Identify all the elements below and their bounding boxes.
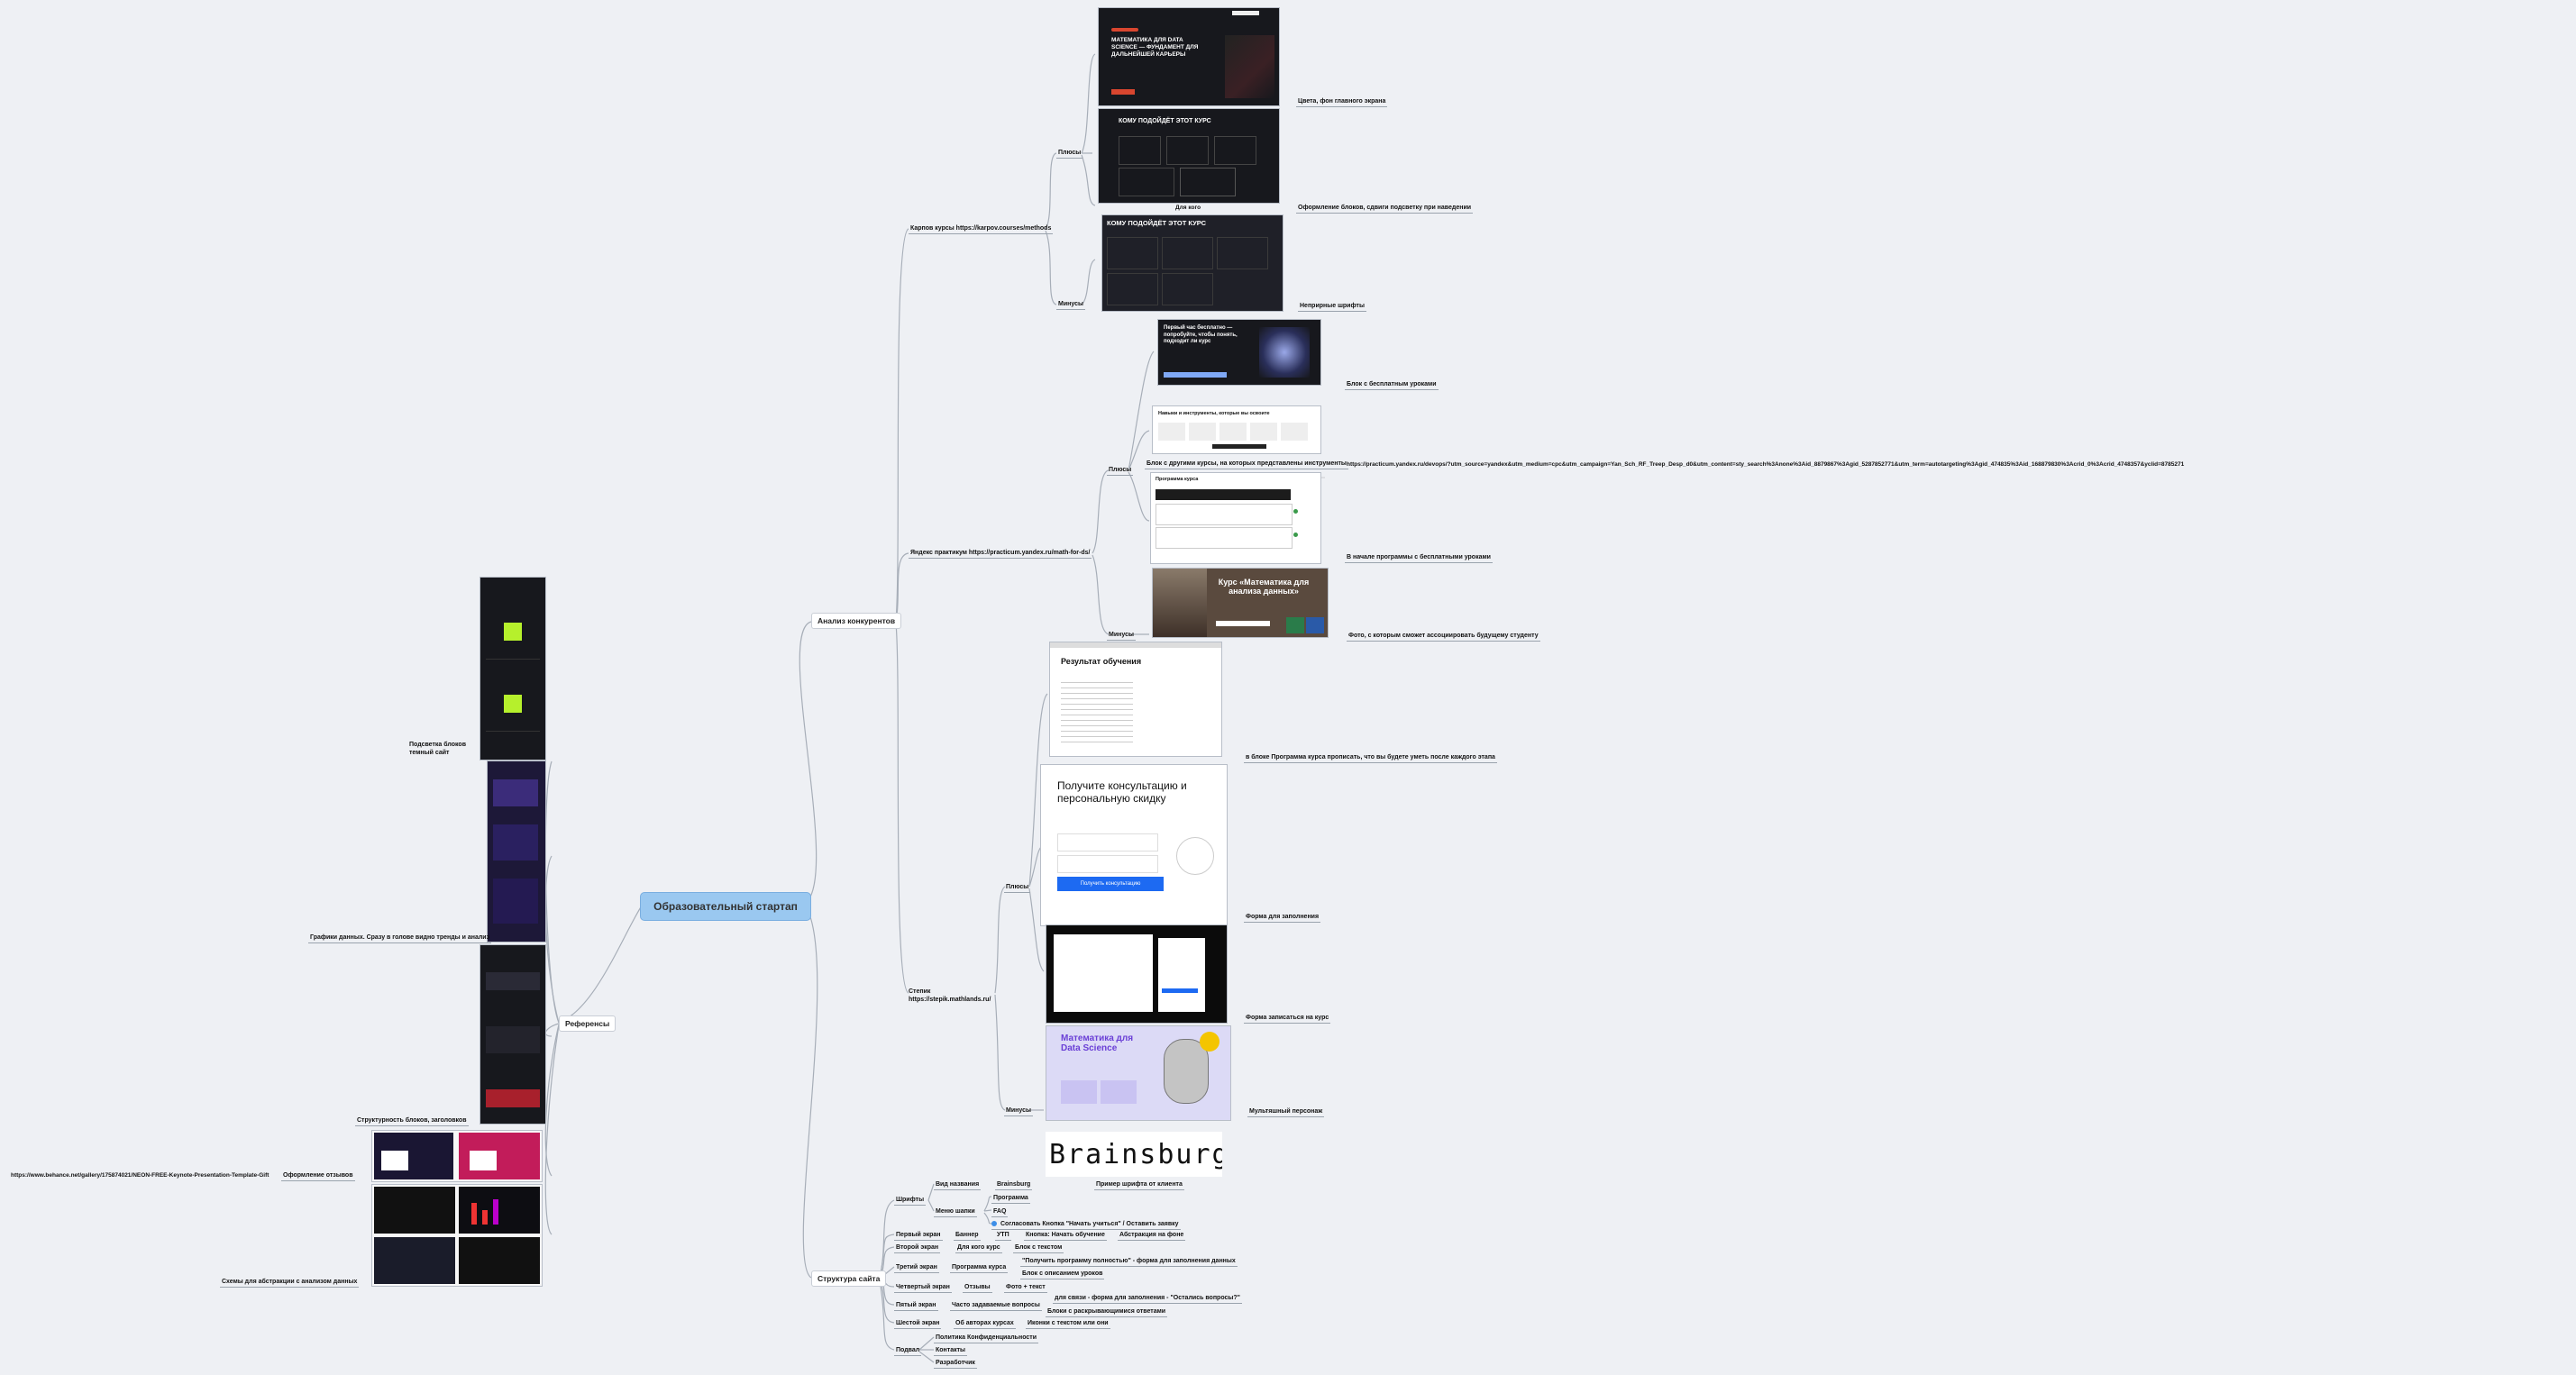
footer-item-3[interactable]: Разработчик <box>934 1359 977 1369</box>
info-icon <box>991 1221 997 1226</box>
screen-2[interactable]: Второй экран <box>894 1243 941 1253</box>
karpov-plus[interactable]: Плюсы <box>1056 149 1083 159</box>
yandex-photo-title: Курс «Математика для анализа данных» <box>1218 578 1310 596</box>
ref-url-4[interactable]: https://www.behance.net/gallery/17587402… <box>11 1172 269 1179</box>
screen-1-d[interactable]: Абстракция на фоне <box>1118 1231 1186 1241</box>
yandex-skills-title: Навыки и инструменты, которые вы освоите <box>1158 411 1270 416</box>
screen-3-a[interactable]: Программа курса <box>950 1263 1009 1273</box>
stepik-result-screenshot: Результат обучения <box>1049 642 1222 757</box>
karpov-minus-title: КОМУ ПОДОЙДЁТ ЭТОТ КУРС <box>1107 219 1207 227</box>
structure-fonts[interactable]: Шрифты <box>894 1196 927 1206</box>
font-logo-sample: Brainsburg <box>1046 1132 1222 1177</box>
karpov-hero-title: МАТЕМАТИКА ДЛЯ DATA SCIENCE — ФУНДАМЕНТ … <box>1111 37 1199 58</box>
stepik-mascot-screenshot: Математика для Data Science <box>1046 1025 1231 1121</box>
yandex-note-2: Блок с другими курсы, на которых предста… <box>1145 460 1348 469</box>
stepik-consult-button: Получить консультацию <box>1057 877 1164 891</box>
structure-font-example: Пример шрифта от клиента <box>1094 1180 1184 1190</box>
stepik-note-4: Мультяшный персонаж <box>1247 1107 1325 1117</box>
structure-font-name[interactable]: Brainsburg <box>995 1180 1033 1190</box>
ref-label-1: Подсветка блоков темный сайт <box>409 742 467 756</box>
screen-1-c[interactable]: Кнопка: Начать обучение <box>1024 1231 1107 1241</box>
karpov-hero-screenshot: МАТЕМАТИКА ДЛЯ DATA SCIENCE — ФУНДАМЕНТ … <box>1098 7 1280 106</box>
ref-label-3: Структурность блоков, заголовков <box>355 1116 469 1126</box>
screen-5-b[interactable]: для связи - форма для заполнения - "Оста… <box>1053 1294 1242 1304</box>
screen-1[interactable]: Первый экран <box>894 1231 943 1241</box>
yandex-plus[interactable]: Плюсы <box>1107 466 1134 476</box>
screen-6[interactable]: Шестой экран <box>894 1319 942 1329</box>
stepik-note-1: в блоке Программа курса прописать, что в… <box>1244 753 1497 763</box>
yandex-note-3: В начале программы с бесплатными уроками <box>1345 553 1493 563</box>
competitor-karpov[interactable]: Карпов курсы https://karpov.courses/meth… <box>909 224 1054 234</box>
karpov-who-screenshot: КОМУ ПОДОЙДЁТ ЭТОТ КУРС <box>1098 108 1280 204</box>
karpov-caption: Для кого <box>1175 205 1201 211</box>
screen-4-a[interactable]: Отзывы <box>963 1283 992 1293</box>
stepik-consult-title: Получите консультацию и персональную ски… <box>1057 779 1187 805</box>
screen-3-b[interactable]: "Получить программу полностью" - форма д… <box>1020 1257 1238 1267</box>
competitor-yandex[interactable]: Яндекс практикум https://practicum.yande… <box>909 549 1092 559</box>
stepik-form-screenshot <box>1046 924 1228 1024</box>
ref-label-5: Схемы для абстракции с анализом данных <box>220 1278 360 1288</box>
yandex-program-screenshot: Программа курса <box>1150 472 1321 564</box>
karpov-minus-screenshot: КОМУ ПОДОЙДЁТ ЭТОТ КУРС <box>1101 214 1283 312</box>
stepik-plus[interactable]: Плюсы <box>1004 883 1031 893</box>
yandex-free-title: Первый час бесплатно — попробуйте, чтобы… <box>1164 325 1238 344</box>
stepik-result-title: Результат обучения <box>1061 657 1142 666</box>
screen-1-b[interactable]: УТП <box>995 1231 1011 1241</box>
yandex-url[interactable]: https://practicum.yandex.ru/devops/?utm_… <box>1347 461 2185 468</box>
stepik-note-2: Форма для заполнения <box>1244 913 1321 923</box>
screen-5-a[interactable]: Часто задаваемые вопросы <box>950 1301 1042 1311</box>
stepik-consult-screenshot: Получите консультацию и персональную ски… <box>1040 764 1228 926</box>
screen-2-b[interactable]: Блок с текстом <box>1013 1243 1064 1253</box>
structure-font-size[interactable]: Вид названия <box>934 1180 982 1190</box>
font-logo-text: Brainsburg <box>1049 1139 1222 1170</box>
footer-item-1[interactable]: Политика Конфиденциальности <box>934 1334 1039 1343</box>
karpov-note-2: Оформление блоков, сдвиги подсветку при … <box>1296 204 1474 214</box>
ref-label-4: Оформление отзывов <box>281 1171 355 1181</box>
menu-item-2[interactable]: FAQ <box>991 1207 1009 1217</box>
yandex-minus[interactable]: Минусы <box>1107 631 1136 641</box>
screen-3-c[interactable]: Блок с описанием уроков <box>1020 1270 1105 1279</box>
root-node[interactable]: Образовательный стартап <box>640 892 811 921</box>
menu-item-1[interactable]: Программа <box>991 1194 1030 1204</box>
stepik-math-title: Математика для Data Science <box>1061 1034 1134 1053</box>
competitor-stepik[interactable]: Степик https://stepik.mathlands.ru/ <box>909 988 991 1003</box>
structure-menu[interactable]: Меню шапки <box>934 1207 977 1217</box>
yandex-program-title: Программа курса <box>1156 477 1199 482</box>
screen-6-b[interactable]: Иконки с текстом или они <box>1026 1319 1110 1329</box>
karpov-who-title: КОМУ ПОДОЙДЁТ ЭТОТ КУРС <box>1119 118 1211 124</box>
branch-references[interactable]: Референсы <box>559 1015 617 1032</box>
screen-5-c[interactable]: Блоки с раскрывающимися ответами <box>1046 1307 1168 1317</box>
ref-reviews <box>371 1130 543 1182</box>
screen-5[interactable]: Пятый экран <box>894 1301 938 1311</box>
ref-label-2: Графики данных. Сразу в голове видно тре… <box>308 933 492 943</box>
karpov-note-1: Цвета, фон главного экрана <box>1296 97 1388 107</box>
yandex-skills-screenshot: Навыки и инструменты, которые вы освоите <box>1152 405 1321 454</box>
branch-structure[interactable]: Структура сайта <box>811 1270 887 1287</box>
ref-dark-site <box>480 577 546 760</box>
ref-structure <box>480 944 546 1125</box>
screen-2-a[interactable]: Для кого курс <box>955 1243 1002 1253</box>
ref-data-charts <box>487 760 546 942</box>
footer-item-2[interactable]: Контакты <box>934 1346 968 1356</box>
screen-4[interactable]: Четвертый экран <box>894 1283 952 1293</box>
branch-analysis[interactable]: Анализ конкурентов <box>811 613 902 629</box>
yandex-photo-screenshot: Курс «Математика для анализа данных» <box>1152 568 1329 638</box>
footer[interactable]: Подвал <box>894 1346 922 1356</box>
karpov-minus[interactable]: Минусы <box>1056 300 1085 310</box>
yandex-free-screenshot: Первый час бесплатно — попробуйте, чтобы… <box>1157 319 1321 386</box>
screen-3[interactable]: Третий экран <box>894 1263 939 1273</box>
screen-6-a[interactable]: Об авторах курсах <box>954 1319 1016 1329</box>
screen-1-a[interactable]: Баннер <box>954 1231 981 1241</box>
stepik-minus[interactable]: Минусы <box>1004 1106 1033 1116</box>
yandex-note-4: Фото, с которым сможет ассоциировать буд… <box>1347 632 1540 642</box>
screen-4-b[interactable]: Фото + текст <box>1004 1283 1047 1293</box>
karpov-note-3: Неприрные шрифты <box>1298 302 1366 312</box>
stepik-note-3: Форма записаться на курс <box>1244 1014 1331 1024</box>
ref-abstract-charts <box>371 1184 543 1287</box>
yandex-note-1: Блок с бесплатным уроками <box>1345 380 1439 390</box>
menu-item-3[interactable]: Согласовать Кнопка "Начать учиться" / Ос… <box>991 1220 1181 1230</box>
